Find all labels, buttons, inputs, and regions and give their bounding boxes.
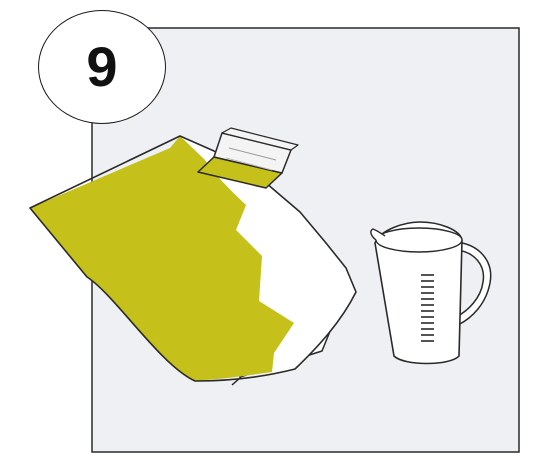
step-number: 9 <box>86 39 117 95</box>
step-number-badge: 9 <box>38 10 166 124</box>
